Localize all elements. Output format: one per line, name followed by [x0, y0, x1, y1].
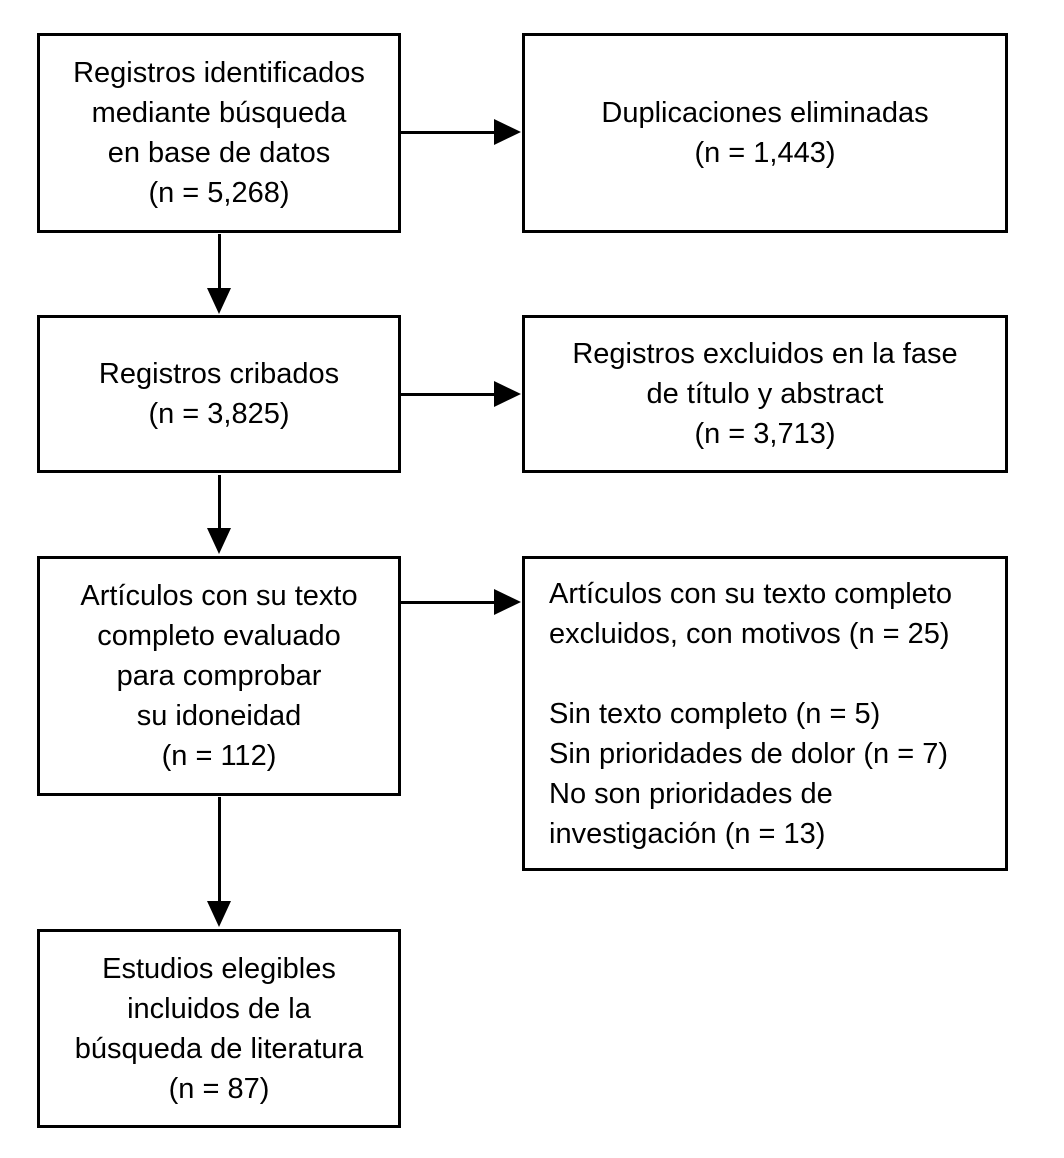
box-studies-included: Estudios elegibles incluidos de la búsqu… — [37, 929, 401, 1128]
arrow-identified-to-duplicates-line — [401, 131, 496, 134]
arrow-fulltext-to-excluded-line — [401, 601, 496, 604]
box-records-screened: Registros cribados (n = 3,825) — [37, 315, 401, 473]
arrow-screened-to-fulltext-line — [218, 475, 221, 530]
box-fulltext-excluded-reasons: Artículos con su texto completo excluido… — [522, 556, 1008, 871]
box-fulltext-excluded-reasons-text: Artículos con su texto completo excluido… — [549, 577, 952, 850]
box-fulltext-assessed-text: Artículos con su texto completo evaluado… — [80, 580, 358, 772]
arrow-identified-to-screened-line — [218, 234, 221, 290]
box-records-identified: Registros identificados mediante búsqued… — [37, 33, 401, 233]
box-records-excluded-title-abstract-text: Registros excluidos en la fase de título… — [572, 338, 958, 450]
box-records-screened-text: Registros cribados (n = 3,825) — [98, 358, 340, 430]
arrow-fulltext-to-included-head-icon — [207, 901, 231, 927]
arrow-screened-to-excluded-line — [401, 393, 496, 396]
box-records-excluded-title-abstract: Registros excluidos en la fase de título… — [522, 315, 1008, 473]
arrow-fulltext-to-included-line — [218, 797, 221, 903]
arrow-identified-to-duplicates-head-icon — [494, 119, 521, 145]
arrow-fulltext-to-excluded-head-icon — [494, 589, 521, 615]
box-records-identified-text: Registros identificados mediante búsqued… — [73, 57, 365, 209]
box-fulltext-assessed: Artículos con su texto completo evaluado… — [37, 556, 401, 796]
box-duplicates-removed: Duplicaciones eliminadas (n = 1,443) — [522, 33, 1008, 233]
arrow-identified-to-screened-head-icon — [207, 288, 231, 314]
box-studies-included-text: Estudios elegibles incluidos de la búsqu… — [74, 952, 364, 1105]
arrow-screened-to-fulltext-head-icon — [207, 528, 231, 554]
arrow-screened-to-excluded-head-icon — [494, 381, 521, 407]
box-duplicates-removed-text: Duplicaciones eliminadas (n = 1,443) — [601, 97, 929, 169]
